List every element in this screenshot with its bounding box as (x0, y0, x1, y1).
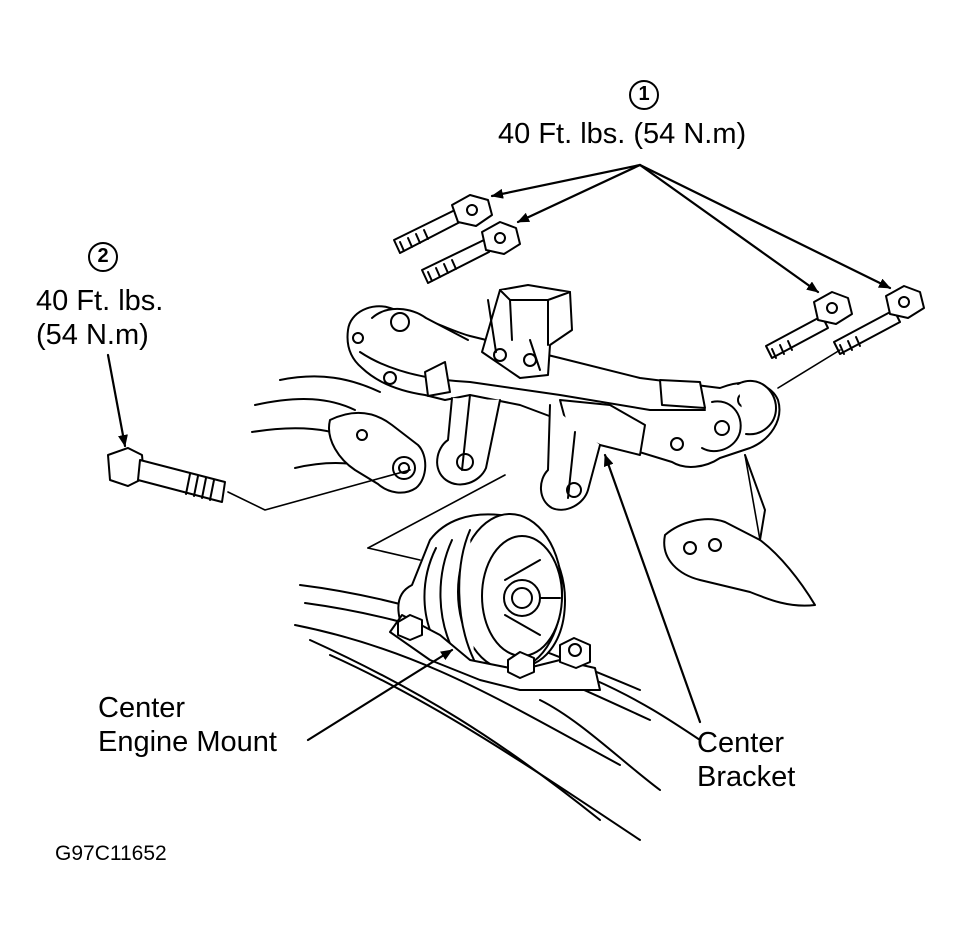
center-engine-mount-label-line2: Engine Mount (98, 726, 277, 758)
callout-2-torque-line1: 40 Ft. lbs. (36, 285, 164, 317)
callout-number-2: 2 (88, 242, 118, 272)
callout-arrows (108, 165, 890, 740)
long-bolt-icon (108, 448, 225, 502)
callout-1-torque: 40 Ft. lbs. (54 N.m) (498, 118, 747, 150)
center-bracket-icon (348, 285, 780, 510)
callout-2-torque-line2: (54 N.m) (36, 319, 149, 351)
left-subframe-arm (329, 413, 425, 493)
bolt-icon (394, 195, 520, 283)
right-subframe-arm (664, 455, 815, 606)
frame-rails (252, 376, 700, 840)
center-bracket-label-line2: Bracket (697, 761, 796, 793)
center-engine-mount-label-line1: Center (98, 692, 186, 724)
center-bracket-label-line1: Center (697, 727, 785, 759)
bolt-icon-right (766, 286, 924, 358)
connector-lines (228, 350, 840, 560)
engine-mount-icon (390, 514, 600, 690)
callout-number-1: 1 (629, 80, 659, 110)
figure-code: G97C11652 (55, 842, 167, 865)
